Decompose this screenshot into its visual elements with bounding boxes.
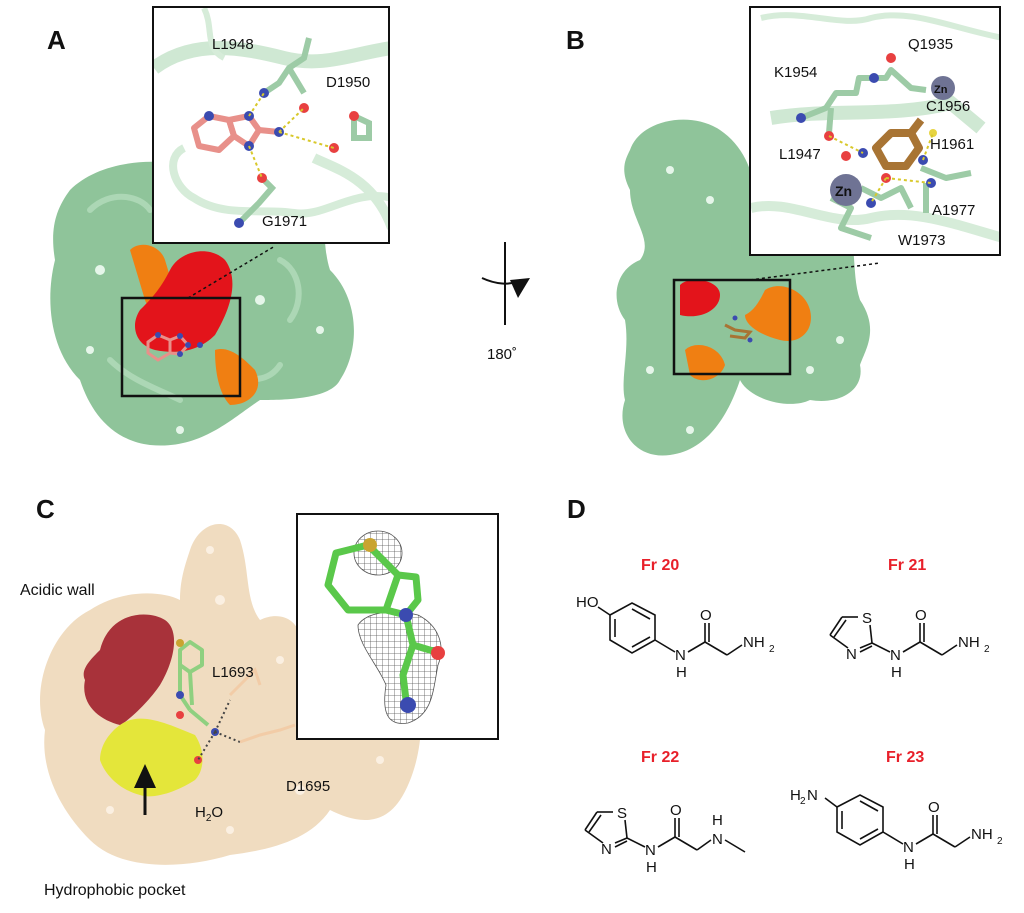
- atom-h: H: [904, 856, 915, 873]
- atom-nh: NH: [971, 826, 993, 843]
- fragment-title-fr22: Fr 22: [641, 749, 680, 766]
- residue-label-q1935: Q1935: [908, 36, 954, 53]
- atom-n: N: [890, 647, 901, 664]
- atom-h: H: [676, 664, 687, 681]
- residue-label-g1971: G1971: [262, 213, 308, 230]
- panel-letter-d: D: [567, 494, 586, 524]
- panel-c-protein-surface: [40, 523, 421, 865]
- residue-label-w1973: W1973: [898, 232, 946, 249]
- residue-label-d1950: D1950: [326, 74, 371, 91]
- residue-label-c1956: C1956: [926, 98, 971, 115]
- atom-nh: NH: [743, 634, 765, 651]
- atom-ho: HO: [576, 594, 599, 611]
- atom-h: H: [891, 664, 902, 681]
- water-label: H2O: [195, 804, 223, 824]
- residue-label-l1693: L1693: [212, 664, 254, 681]
- acidic-wall-label: Acidic wall: [20, 582, 95, 599]
- zinc-label-bottom: Zn: [835, 183, 852, 199]
- atom-n: N: [675, 647, 686, 664]
- atom-o: O: [670, 802, 682, 819]
- residue-label-d1695: D1695: [286, 778, 331, 795]
- water-h: H: [195, 804, 206, 821]
- zinc-label-top: Zn: [934, 84, 948, 96]
- atom-h2n-h: H: [790, 787, 801, 804]
- atom-sub2: 2: [984, 644, 990, 655]
- atom-n-ring: N: [601, 841, 612, 858]
- residue-label-a1977: A1977: [932, 202, 976, 219]
- panel-a-inset: [152, 6, 390, 244]
- residue-label-h1961: H1961: [930, 136, 975, 153]
- atom-h-amine: H: [712, 812, 723, 829]
- atom-n-amine: N: [712, 831, 723, 848]
- atom-sub2: 2: [997, 836, 1003, 847]
- electron-density-map: [324, 530, 445, 724]
- atom-nh: NH: [958, 634, 980, 651]
- fragment-title-fr20: Fr 20: [641, 557, 680, 574]
- fragment-title-fr21: Fr 21: [888, 557, 927, 574]
- panel-b-inset-structure: Zn Zn: [751, 12, 999, 243]
- atom-s: S: [617, 805, 627, 822]
- atom-o: O: [915, 607, 927, 624]
- panel-letter-b: B: [566, 25, 585, 55]
- panel-letter-c: C: [36, 494, 55, 524]
- residue-label-l1948: L1948: [212, 36, 254, 53]
- panel-letter-a: A: [47, 25, 66, 55]
- panel-b-inset: Zn Zn: [749, 6, 1001, 256]
- fragment-structure-fr23: H 2 N O N H NH 2: [790, 787, 1003, 873]
- water-subscript: 2: [205, 813, 212, 824]
- fragment-structure-fr22: S N O N H H N: [584, 802, 746, 876]
- rotation-label: 180˚: [487, 346, 518, 363]
- fragment-structure-fr21: S N O N H NH 2: [829, 607, 990, 681]
- fragment-title-fr23: Fr 23: [886, 749, 925, 766]
- atom-n: N: [903, 839, 914, 856]
- atom-n-ring: N: [846, 646, 857, 663]
- residue-label-l1947: L1947: [779, 146, 821, 163]
- residue-label-k1954: K1954: [774, 64, 818, 81]
- atom-o: O: [928, 799, 940, 816]
- panel-c-density-inset: [296, 513, 499, 740]
- hydrophobic-pocket-label: Hydrophobic pocket: [44, 882, 186, 899]
- atom-o: O: [700, 607, 712, 624]
- atom-sub2: 2: [769, 644, 775, 655]
- fragment-structure-fr20: HO O N H NH 2: [576, 594, 775, 681]
- atom-h: H: [646, 859, 657, 876]
- water-o: O: [211, 804, 224, 821]
- rotation-180-icon: [481, 242, 530, 325]
- atom-s: S: [862, 610, 872, 627]
- panel-a-inset-structure: [154, 8, 388, 230]
- atom-n: N: [645, 842, 656, 859]
- atom-h2n-n: N: [807, 787, 818, 804]
- atom-h2n-sub: 2: [800, 796, 806, 807]
